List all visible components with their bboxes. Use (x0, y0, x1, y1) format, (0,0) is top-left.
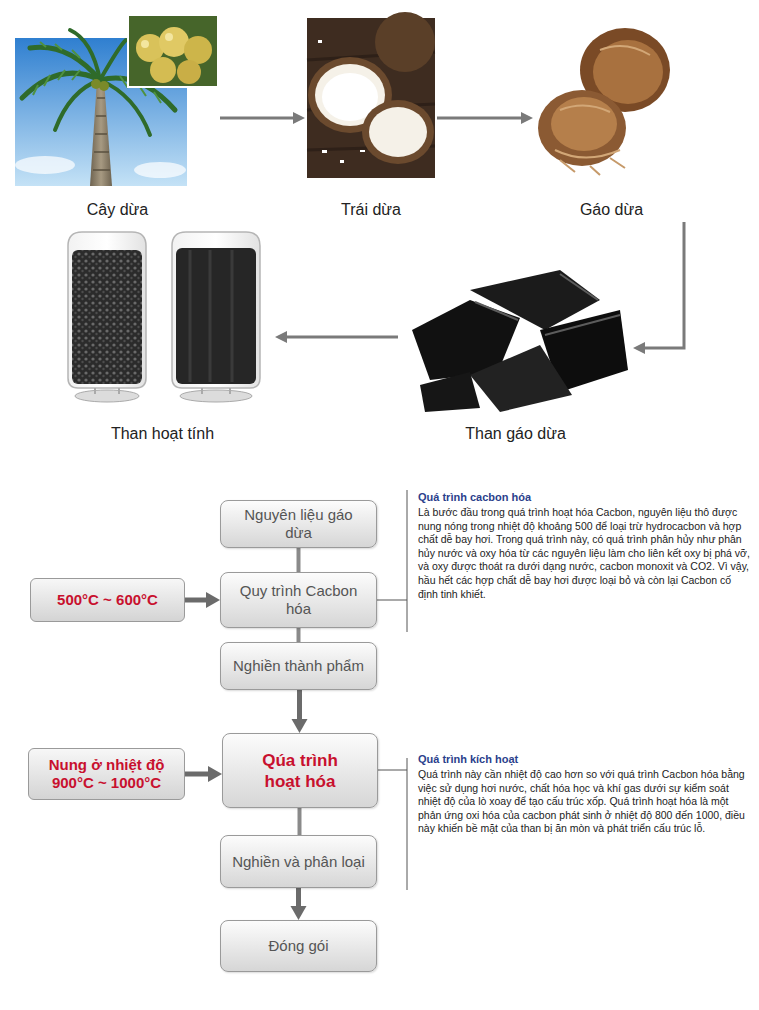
photo-node: Gáo dừa (533, 15, 690, 222)
connector-line (297, 548, 301, 572)
process-label: Đóng gói (268, 937, 328, 955)
process-label: Nghiền và phân loại (232, 853, 365, 871)
flow-arrow (275, 331, 398, 343)
annotation-bracket (377, 490, 407, 890)
coconut-shell-photo (538, 28, 670, 175)
flow-arrow (292, 690, 308, 733)
process-box: Đóng gói (220, 920, 377, 972)
process-label: Quy trình Cacbon hóa (234, 582, 364, 618)
process-label: Nghiền thành phẩm (233, 657, 364, 675)
annotation-heading: Quá trình kích hoạt (418, 752, 753, 766)
connector-line (185, 598, 208, 603)
connector-line (297, 690, 302, 721)
coconut-inset-photo (128, 15, 218, 87)
temperature-box: Nung ở nhiệt độ 900°C ~ 1000°C (28, 748, 185, 800)
photo-caption: Than gáo dừa (465, 424, 566, 444)
arrowhead (208, 766, 222, 782)
arrowhead (292, 719, 308, 733)
annotation-group: Quá trình kích hoạtQuá trình này cần nhi… (418, 752, 753, 836)
connector-bar (298, 548, 299, 572)
connector-line (437, 117, 523, 120)
main-process-label: Qúa trình hoạt hóa (245, 750, 355, 792)
photo-caption: Than hoạt tính (111, 424, 214, 444)
photo-caption: Gáo dừa (580, 200, 643, 220)
arrowhead (633, 342, 645, 354)
activated-carbon-jars-photo (68, 232, 260, 402)
annotation-group: Quá trình cacbon hóa Là bước đầu trong qu… (418, 490, 753, 601)
shell-charcoal-photo (412, 270, 628, 412)
process-label: Nguyên liệu gáo dừa (244, 506, 354, 542)
palm-tree-photo (15, 30, 187, 186)
photo-node: Cây dừa (15, 15, 220, 222)
arrowhead (206, 592, 220, 608)
connector-line (297, 628, 301, 642)
connector-line (298, 808, 302, 835)
flow-arrow (291, 888, 307, 920)
photo-node: Trái dừa (305, 15, 437, 222)
flow-arrow (633, 222, 684, 354)
process-box: Nghiền thành phẩm (220, 642, 377, 690)
connector-line (296, 888, 301, 908)
photo-caption: Cây dừa (87, 200, 148, 220)
process-box: Nghiền và phân loại (220, 835, 377, 888)
temperature-label: 500°C ~ 600°C (57, 591, 158, 609)
connector-line (285, 336, 398, 339)
process-box: Quy trình Cacbon hóa (220, 572, 377, 628)
main-process-box: Qúa trình hoạt hóa (222, 733, 378, 808)
connector-line (220, 117, 295, 120)
annotation-text: Quá trình này cần nhiệt độ cao hơn so vớ… (418, 768, 753, 836)
arrowhead (521, 112, 533, 124)
photo-caption: Trái dừa (341, 200, 401, 220)
connector-line (643, 222, 684, 348)
temperature-label: Nung ở nhiệt độ 900°C ~ 1000°C (39, 756, 174, 792)
process-box: Nguyên liệu gáo dừa (220, 500, 377, 548)
photo-node: Than gáo dừa (398, 262, 633, 446)
annotation-heading: Quá trình cacbon hóa (418, 490, 753, 504)
connector-line (185, 772, 210, 777)
arrowhead (275, 331, 287, 343)
photo-node: Than hoạt tính (50, 226, 275, 446)
flow-arrow (185, 592, 220, 608)
connector-bar (299, 808, 300, 835)
temperature-box: 500°C ~ 600°C (30, 578, 185, 622)
flow-arrow (185, 766, 222, 782)
flow-arrow (220, 112, 305, 124)
arrowhead (293, 112, 305, 124)
flow-arrow (437, 112, 533, 124)
coconut-fruit-photo (307, 12, 435, 178)
connector-bar (298, 628, 299, 642)
annotation-text: Là bước đầu trong quá trình hoạt hóa Cac… (418, 506, 753, 601)
arrowhead (291, 906, 307, 920)
